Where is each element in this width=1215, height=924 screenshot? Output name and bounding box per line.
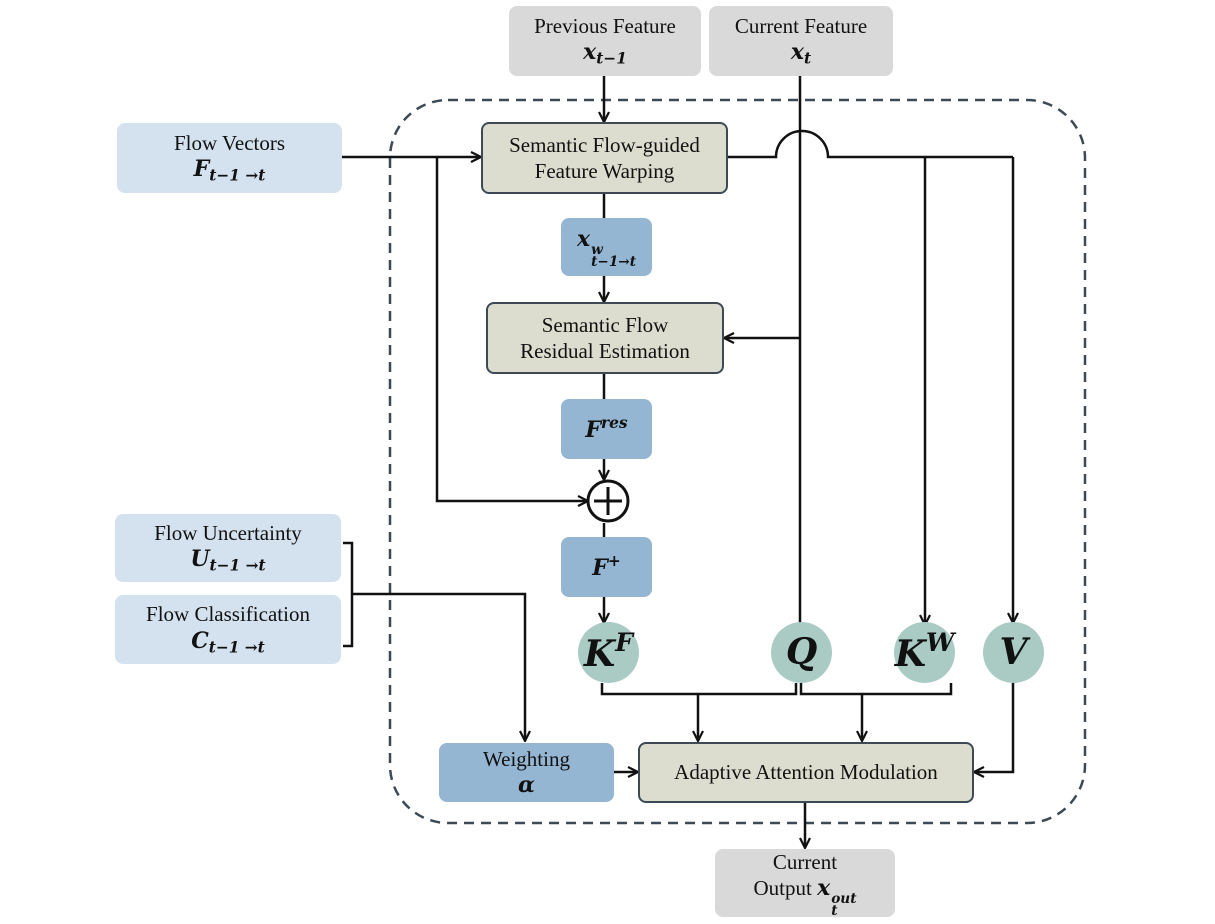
bracket-q-kw: [799, 683, 953, 696]
line-warp-to-kw-v: [728, 129, 1013, 159]
flow-uncertainty-symbol: Ut−1 →t: [190, 546, 266, 575]
arrow-brace-to-weighting: [352, 592, 525, 740]
token-kw: KW: [894, 622, 955, 683]
token-kf-symbol: KF: [583, 627, 634, 676]
attention-modulation-module: Adaptive Attention Modulation: [638, 742, 974, 803]
flow-classification-box: Flow Classification Ct−1 →t: [115, 595, 341, 664]
attention-modulation-label: Adaptive Attention Modulation: [674, 760, 938, 785]
token-kw-symbol: KW: [894, 627, 955, 676]
flow-vectors-symbol: Ft−1 →t: [193, 156, 266, 185]
previous-feature-label: Previous Feature: [534, 13, 676, 38]
flow-uncertainty-box: Flow Uncertainty Ut−1 →t: [115, 514, 341, 582]
feature-warping-line2: Feature Warping: [534, 159, 675, 183]
residual-flow-box: Fres: [561, 399, 652, 459]
current-output-line1: Current: [772, 849, 838, 874]
previous-feature-box: Previous Feature xt−1: [509, 6, 701, 76]
feature-warping-line1: Semantic Flow-guided: [509, 132, 700, 157]
fused-flow-symbol: F+: [592, 551, 621, 581]
flow-vectors-label: Flow Vectors: [173, 130, 286, 155]
weighting-box: Weighting α: [439, 743, 614, 802]
bracket-kf-q: [600, 683, 798, 696]
flow-residual-line1: Semantic Flow: [541, 312, 669, 337]
flow-residual-module: Semantic Flow Residual Estimation: [486, 302, 724, 374]
flow-classification-symbol: Ct−1 →t: [191, 627, 265, 657]
flow-classification-label: Flow Classification: [146, 602, 310, 627]
fused-flow-box: F+: [561, 537, 652, 597]
current-feature-symbol: xt: [790, 39, 812, 68]
arrow-v-to-attention: [975, 682, 1015, 772]
weighting-symbol: α: [518, 771, 535, 798]
current-feature-label: Current Feature: [734, 13, 868, 38]
flow-vectors-box: Flow Vectors Ft−1 →t: [117, 123, 342, 193]
brace-uncertainty-classification: [343, 541, 354, 648]
flow-uncertainty-label: Flow Uncertainty: [154, 520, 302, 545]
token-kf: KF: [578, 622, 639, 683]
token-v-symbol: V: [999, 631, 1028, 673]
weighting-label: Weighting: [483, 746, 570, 771]
feature-warping-module: Semantic Flow-guided Feature Warping: [481, 122, 728, 194]
previous-feature-symbol: xt−1: [583, 39, 627, 68]
arrow-flow-to-adder: [435, 157, 587, 501]
token-v: V: [983, 622, 1044, 683]
residual-flow-symbol: Fres: [585, 413, 628, 443]
current-feature-box: Current Feature xt: [709, 6, 893, 76]
sum-node: [586, 479, 630, 523]
module-boundary: [388, 98, 1087, 825]
flow-residual-line2: Residual Estimation: [520, 339, 690, 363]
token-q-symbol: Q: [785, 631, 818, 673]
token-q: Q: [771, 622, 832, 683]
